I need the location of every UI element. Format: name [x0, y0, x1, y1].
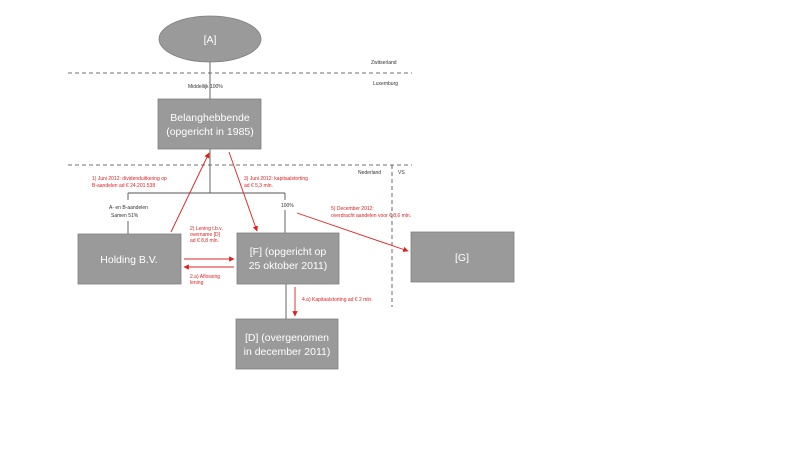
entity-holding-shape[interactable] — [77, 233, 182, 285]
flow-label-loan-line3: ad € 8,8 mln. — [190, 238, 219, 244]
entity-d-label-line2: in december 2011) — [244, 346, 331, 358]
entity-a-label: [A] — [204, 34, 217, 46]
border-label-zwitserland: Zwitserland — [371, 60, 397, 66]
flow-label-transfer-line2: overdracht aandelen voor € 8,6 mln. — [331, 213, 411, 219]
entity-f-label-line1: [F] (opgericht op — [250, 246, 327, 258]
border-label-vs: VS — [398, 170, 405, 176]
ownership-label-holding-line1: A- en B-aandelen — [109, 205, 148, 211]
entity-f-shape[interactable] — [236, 232, 340, 285]
flow-label-loan-line1: 2) Lening t.b.v. — [190, 226, 223, 232]
ownership-label-holding-line2: Samen 51% — [111, 213, 139, 219]
ownership-label-a-belang: Middellijk 100% — [188, 84, 223, 90]
flow-label-capital-line2: ad € 5,3 mln. — [244, 183, 273, 189]
entity-d-shape[interactable] — [235, 318, 339, 370]
entity-holding-label: Holding B.V. — [100, 254, 157, 266]
entity-g-label: [G] — [455, 252, 469, 264]
flow-label-dividend-line1: 1) Juni 2012: dividenduitkering op — [92, 176, 167, 182]
flow-arrow-capital-contribution — [228, 151, 258, 232]
flow-label-transfer-line1: 5) December 2012: — [331, 206, 374, 212]
border-label-nederland: Nederland — [358, 170, 381, 176]
border-label-luxemburg: Luxemburg — [373, 81, 398, 87]
entity-belanghebbende-shape[interactable] — [157, 98, 262, 150]
flow-label-dividend-line2: B-aandelen ad € 24.201.538 — [92, 183, 155, 189]
entity-g-shape[interactable] — [410, 231, 515, 283]
entity-belanghebbende-label-line1: Belanghebbende — [170, 112, 250, 124]
flow-label-repayment-line1: 2.a) Aflossing — [190, 274, 220, 280]
flow-label-capital-d: 4.a) Kapitaalstorting ad € 2 mln. — [302, 297, 373, 303]
flow-label-repayment-line2: lening — [190, 280, 204, 286]
ownership-label-f-pct: 100% — [281, 203, 294, 209]
entity-a-shape[interactable] — [158, 15, 262, 63]
entity-f-label-line2: 25 oktober 2011) — [249, 260, 328, 272]
entity-belanghebbende-label-line2: (opgericht in 1985) — [166, 126, 254, 138]
flow-label-capital-line1: 3) Juni 2012: kapitaalstorting — [244, 176, 308, 182]
flow-arrow-dividend — [170, 152, 210, 233]
flow-label-loan-line2: overname [D] — [190, 232, 221, 238]
entity-d-label-line1: [D] (overgenomen — [245, 332, 329, 344]
flow-arrow-share-transfer — [296, 212, 409, 252]
